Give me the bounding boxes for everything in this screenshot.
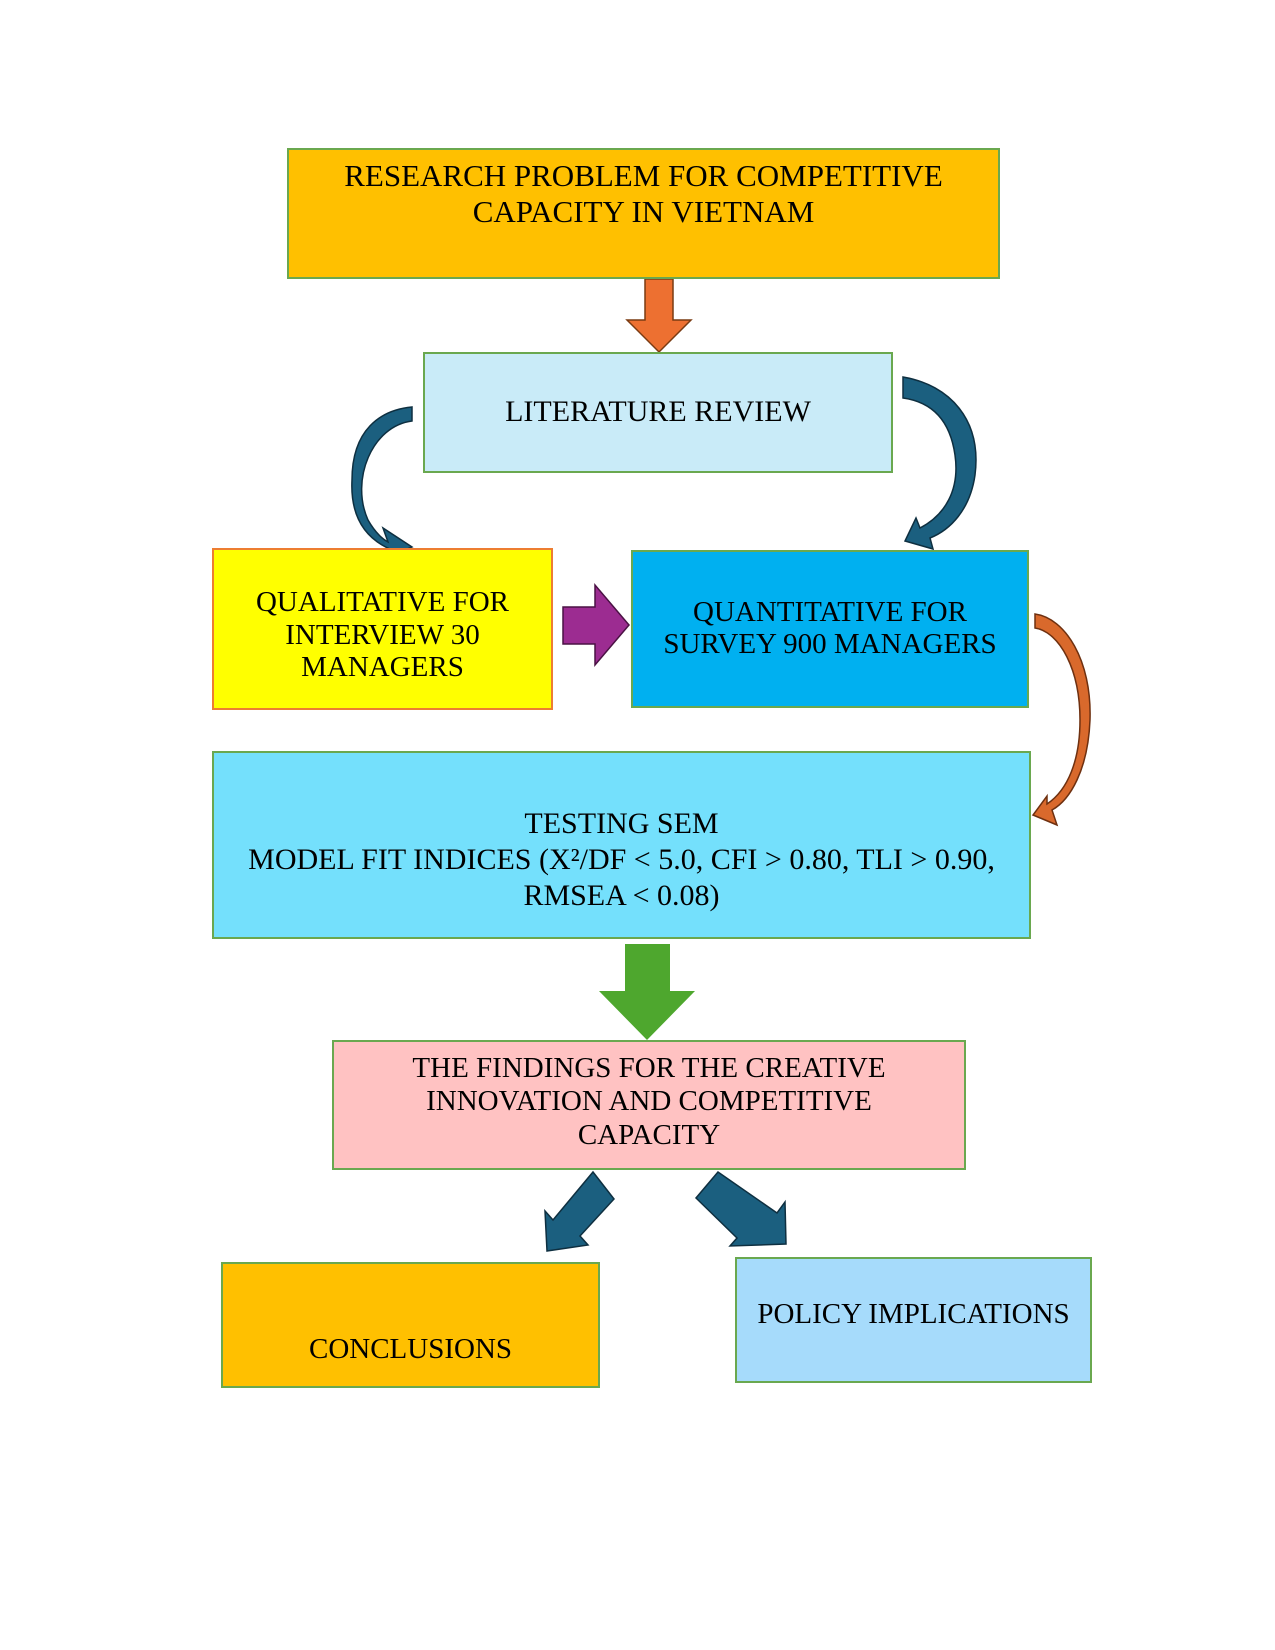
- conclusions-box: CONCLUSIONS: [221, 1262, 600, 1388]
- quantitative-box: QUANTITATIVE FOR SURVEY 900 MANAGERS: [631, 550, 1029, 708]
- findings-label: THE FINDINGS FOR THE CREATIVE INNOVATION…: [412, 1052, 886, 1151]
- research-problem-label: RESEARCH PROBLEM FOR COMPETITIVE CAPACIT…: [344, 158, 943, 229]
- policy-implications-label: POLICY IMPLICATIONS: [757, 1298, 1070, 1331]
- arrow-findings-to-policy: [694, 1170, 787, 1247]
- curved-arrow-review-to-qualitative: [351, 406, 414, 554]
- qualitative-label: QUALITATIVE FOR INTERVIEW 30 MANAGERS: [255, 586, 509, 684]
- arrow-findings-to-conclusions: [544, 1170, 615, 1252]
- quantitative-label: QUANTITATIVE FOR SURVEY 900 MANAGERS: [663, 596, 997, 661]
- arrow-problem-to-review: [625, 278, 693, 354]
- research-problem-box: RESEARCH PROBLEM FOR COMPETITIVE CAPACIT…: [287, 148, 1000, 279]
- literature-review-box: LITERATURE REVIEW: [423, 352, 893, 473]
- curved-arrow-review-to-quantitative: [902, 376, 977, 551]
- testing-sem-label: TESTING SEM MODEL FIT INDICES (X²/DF < 5…: [248, 807, 995, 912]
- arrow-qualitative-to-quantitative: [562, 582, 630, 668]
- arrow-sem-to-findings: [599, 944, 695, 1040]
- qualitative-box: QUALITATIVE FOR INTERVIEW 30 MANAGERS: [212, 548, 553, 710]
- literature-review-label: LITERATURE REVIEW: [505, 395, 811, 429]
- testing-sem-box: TESTING SEM MODEL FIT INDICES (X²/DF < 5…: [212, 751, 1031, 939]
- findings-box: THE FINDINGS FOR THE CREATIVE INNOVATION…: [332, 1040, 966, 1170]
- policy-implications-box: POLICY IMPLICATIONS: [735, 1257, 1092, 1383]
- curved-arrow-quantitative-to-sem: [1031, 613, 1091, 827]
- conclusions-label: CONCLUSIONS: [308, 1333, 513, 1366]
